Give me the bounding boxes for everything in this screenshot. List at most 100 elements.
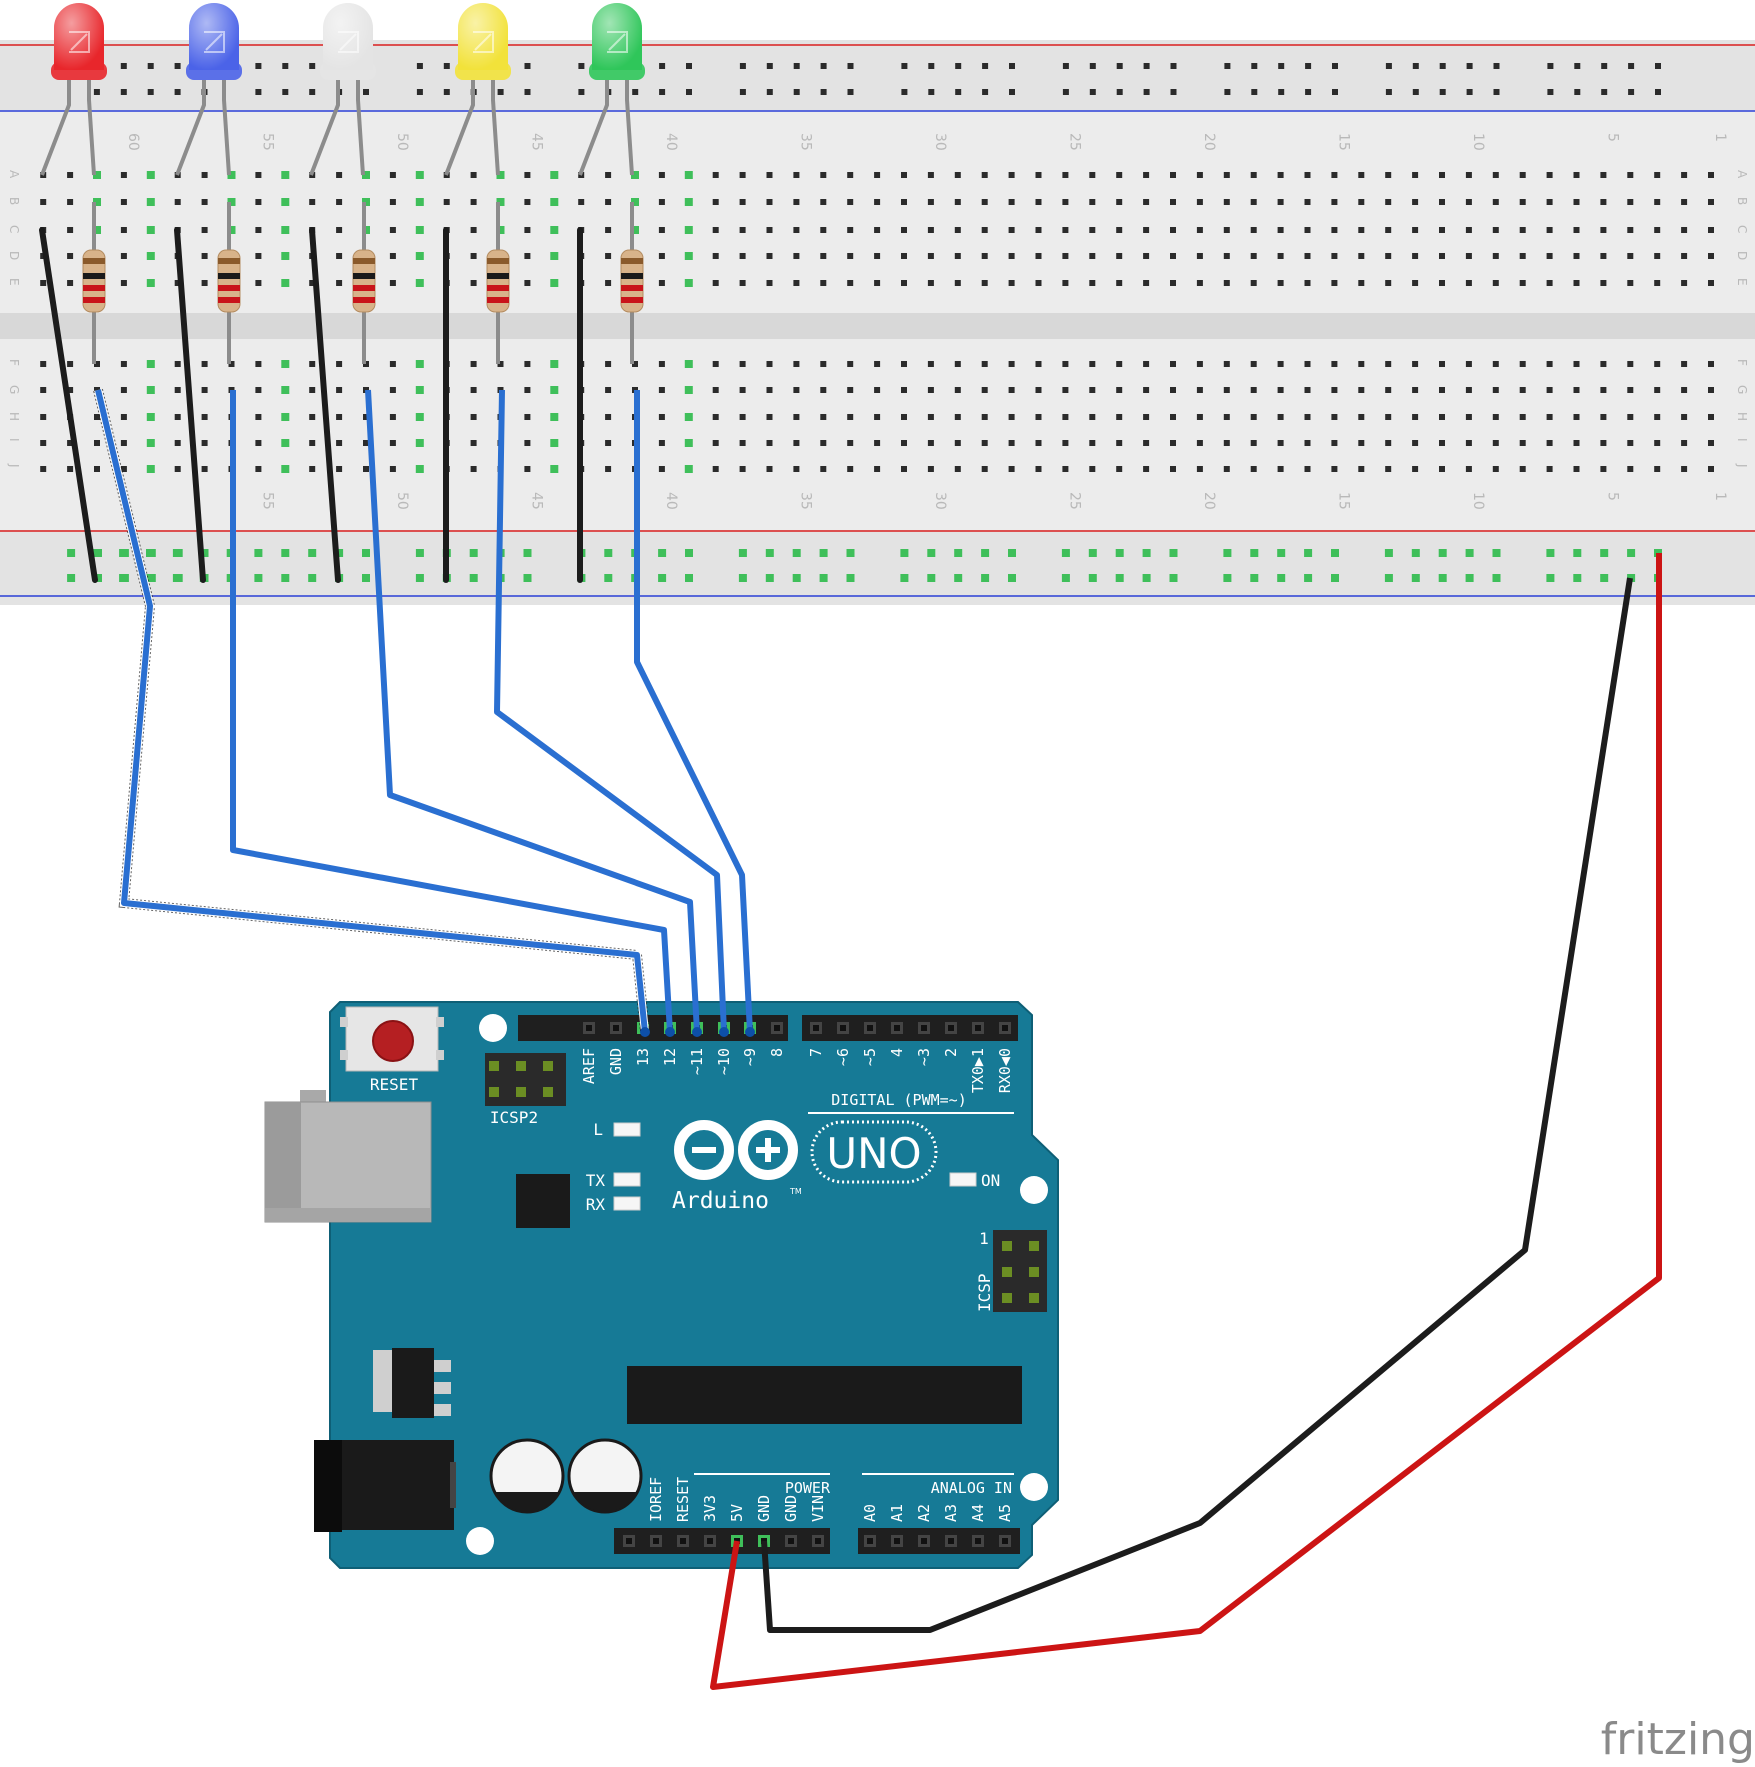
breadboard-hole[interactable] [228,361,235,367]
breadboard-hole[interactable] [1089,414,1096,420]
breadboard-hole[interactable] [389,199,396,205]
breadboard-hole[interactable] [255,199,262,205]
breadboard-hole[interactable] [658,440,665,446]
power-rail-hole[interactable] [1655,63,1661,69]
breadboard-hole[interactable] [67,387,74,393]
breadboard-hole[interactable] [40,440,47,446]
breadboard-hole[interactable] [336,280,343,286]
breadboard-hole[interactable] [1600,172,1607,178]
breadboard-hole[interactable] [927,361,934,367]
breadboard-hole[interactable] [1062,361,1069,367]
power-rail-hole[interactable] [1251,63,1258,69]
power-rail-hole[interactable] [309,89,316,95]
breadboard-hole[interactable] [336,361,343,367]
breadboard-hole[interactable] [1089,361,1096,367]
breadboard-hole[interactable] [470,440,477,446]
breadboard-hole[interactable] [1492,227,1499,233]
breadboard-hole[interactable] [524,227,531,233]
power-rail-hole[interactable] [1412,89,1419,95]
breadboard-hole[interactable] [605,199,612,205]
breadboard-hole[interactable] [1170,387,1176,393]
breadboard-hole[interactable] [201,414,208,420]
breadboard-hole[interactable] [1519,199,1526,205]
breadboard-hole[interactable] [1358,172,1365,178]
breadboard-hole[interactable] [1250,361,1257,367]
breadboard-hole[interactable] [1143,414,1150,420]
breadboard-hole[interactable] [658,253,665,259]
breadboard-hole[interactable] [766,361,773,367]
breadboard-hole[interactable] [1170,199,1176,205]
breadboard-hole[interactable] [954,253,961,259]
breadboard-hole[interactable] [605,280,612,286]
breadboard-hole[interactable] [1627,387,1634,393]
breadboard-hole[interactable] [1170,414,1176,420]
breadboard-hole[interactable] [605,227,612,233]
breadboard-hole[interactable] [1277,227,1284,233]
breadboard-hole[interactable] [1358,387,1365,393]
breadboard-hole[interactable] [1062,227,1069,233]
reset-button[interactable] [340,1006,444,1072]
breadboard-hole[interactable] [1439,253,1445,259]
power-rail-hole[interactable] [443,89,450,95]
breadboard-hole[interactable] [1331,253,1338,259]
breadboard-hole[interactable] [820,253,827,259]
breadboard-hole[interactable] [847,440,854,446]
breadboard-hole[interactable] [1412,199,1419,205]
breadboard-hole[interactable] [1116,361,1123,367]
breadboard-hole[interactable] [820,172,827,178]
breadboard-hole[interactable] [470,387,477,393]
breadboard-hole[interactable] [120,199,127,205]
breadboard-hole[interactable] [1492,172,1499,178]
breadboard-hole[interactable] [1143,387,1150,393]
breadboard-hole[interactable] [67,440,74,446]
breadboard-hole[interactable] [120,280,127,286]
breadboard-hole[interactable] [820,227,827,233]
breadboard-hole[interactable] [524,466,531,472]
breadboard-hole[interactable] [255,361,262,367]
breadboard-hole[interactable] [1170,280,1176,286]
breadboard-hole[interactable] [1519,253,1526,259]
breadboard-hole[interactable] [793,440,800,446]
breadboard-hole[interactable] [255,414,262,420]
breadboard-hole[interactable] [389,280,396,286]
breadboard-hole[interactable] [1708,199,1714,205]
breadboard-hole[interactable] [1627,466,1634,472]
breadboard-hole[interactable] [1546,361,1553,367]
power-rail-hole[interactable] [255,63,262,69]
power-rail-hole[interactable] [578,89,585,95]
power-rail-hole[interactable] [93,89,100,95]
breadboard-hole[interactable] [309,466,316,472]
breadboard-hole[interactable] [1304,440,1311,446]
breadboard-hole[interactable] [927,280,934,286]
breadboard-hole[interactable] [201,199,208,205]
breadboard-hole[interactable] [739,227,746,233]
breadboard-hole[interactable] [1250,440,1257,446]
breadboard-hole[interactable] [1358,414,1365,420]
power-rail-hole[interactable] [255,89,262,95]
breadboard-hole[interactable] [1035,199,1042,205]
breadboard-hole[interactable] [1627,253,1634,259]
breadboard-hole[interactable] [336,440,343,446]
breadboard-hole[interactable] [1250,172,1257,178]
power-rail-hole[interactable] [766,89,773,95]
breadboard-hole[interactable] [1465,280,1472,286]
breadboard-hole[interactable] [67,253,74,259]
power-rail-hole[interactable] [174,63,181,69]
icsp-header[interactable] [993,1230,1047,1312]
breadboard-hole[interactable] [1519,387,1526,393]
wire-5v-to-rail[interactable] [710,553,1662,1690]
power-rail-hole[interactable] [1224,63,1231,69]
breadboard-hole[interactable] [1143,440,1150,446]
breadboard-hole[interactable] [658,172,665,178]
breadboard-hole[interactable] [94,440,100,446]
breadboard-hole[interactable] [1250,227,1257,233]
breadboard-hole[interactable] [954,199,961,205]
breadboard-hole[interactable] [120,387,127,393]
breadboard-hole[interactable] [1681,440,1688,446]
breadboard-hole[interactable] [874,280,881,286]
breadboard-hole[interactable] [658,199,665,205]
breadboard-hole[interactable] [336,466,343,472]
power-rail-hole[interactable] [1574,89,1581,95]
power-rail-hole[interactable] [1628,89,1635,95]
icsp-pin[interactable] [1029,1241,1039,1251]
